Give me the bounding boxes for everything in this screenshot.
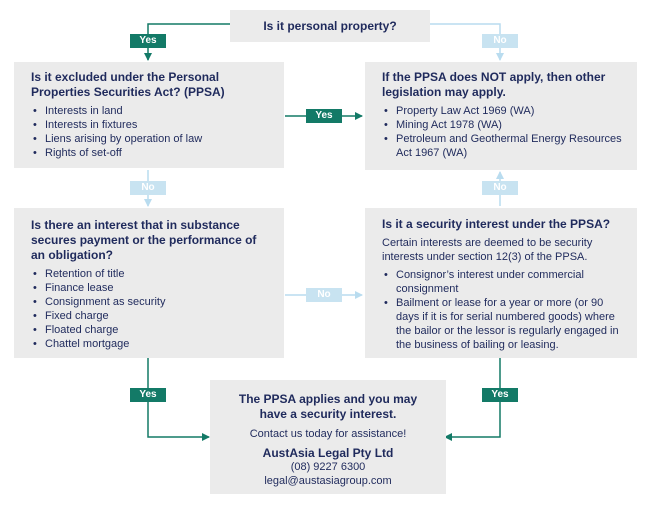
list-item: Rights of set-off xyxy=(33,146,270,160)
arrow-top-to-excluded xyxy=(144,23,230,61)
no-tag-excluded: No xyxy=(130,181,166,195)
excluded-box: Is it excluded under the Personal Proper… xyxy=(14,62,284,168)
list-item: Interests in land xyxy=(33,104,270,118)
no-tag-interest: No xyxy=(306,288,342,302)
arrow-top-to-not-apply xyxy=(430,23,504,61)
list-item: Property Law Act 1969 (WA) xyxy=(384,104,623,118)
list-item: Fixed charge xyxy=(33,309,270,323)
interest-title: Is there an interest that in substance s… xyxy=(31,218,257,262)
no-tag-top-right: No xyxy=(482,34,518,48)
list-item: Bailment or lease for a year or more (or… xyxy=(384,296,625,352)
list-item: Retention of title xyxy=(33,267,270,281)
excluded-list: Interests in land Interests in fixtures … xyxy=(31,104,270,160)
result-box: The PPSA applies and you may have a secu… xyxy=(210,380,446,494)
list-item: Floated charge xyxy=(33,323,270,337)
list-item: Petroleum and Geothermal Energy Resource… xyxy=(384,132,623,160)
not-apply-title: If the PPSA does NOT apply, then other l… xyxy=(382,70,606,99)
interest-list: Retention of title Finance lease Consign… xyxy=(31,267,270,351)
not-apply-box: If the PPSA does NOT apply, then other l… xyxy=(365,62,637,170)
security-box: Is it a security interest under the PPSA… xyxy=(365,208,637,358)
yes-tag-top-left: Yes xyxy=(130,34,166,48)
phone-number[interactable]: (08) 9227 6300 xyxy=(290,461,366,473)
arrow-interest-to-result xyxy=(147,358,210,441)
excluded-title: Is it excluded under the Personal Proper… xyxy=(31,70,225,99)
list-item: Finance lease xyxy=(33,281,270,295)
yes-tag-security: Yes xyxy=(482,388,518,402)
list-item: Chattel mortgage xyxy=(33,337,270,351)
list-item: Consignment as security xyxy=(33,295,270,309)
list-item: Interests in fixtures xyxy=(33,118,270,132)
no-tag-security-up: No xyxy=(482,181,518,195)
company-name: AustAsia Legal Pty Ltd xyxy=(262,446,394,460)
security-intro: Certain interests are deemed to be secur… xyxy=(382,237,593,263)
interest-box: Is there an interest that in substance s… xyxy=(14,208,284,358)
question-personal-property: Is it personal property? xyxy=(263,18,397,33)
result-contact: Contact us today for assistance! xyxy=(249,428,407,440)
question-personal-property-box: Is it personal property? xyxy=(230,10,430,42)
result-title: The PPSA applies and you may have a secu… xyxy=(238,392,418,421)
yes-tag-interest: Yes xyxy=(130,388,166,402)
list-item: Mining Act 1978 (WA) xyxy=(384,118,623,132)
security-title: Is it a security interest under the PPSA… xyxy=(382,217,611,231)
arrow-security-to-result xyxy=(444,358,501,441)
not-apply-list: Property Law Act 1969 (WA) Mining Act 19… xyxy=(382,104,623,160)
list-item: Consignor’s interest under commercial co… xyxy=(384,268,625,296)
email-link[interactable]: legal@austasiagroup.com xyxy=(264,475,392,487)
list-item: Liens arising by operation of law xyxy=(33,132,270,146)
security-list: Consignor’s interest under commercial co… xyxy=(382,268,625,352)
yes-tag-excluded: Yes xyxy=(306,109,342,123)
